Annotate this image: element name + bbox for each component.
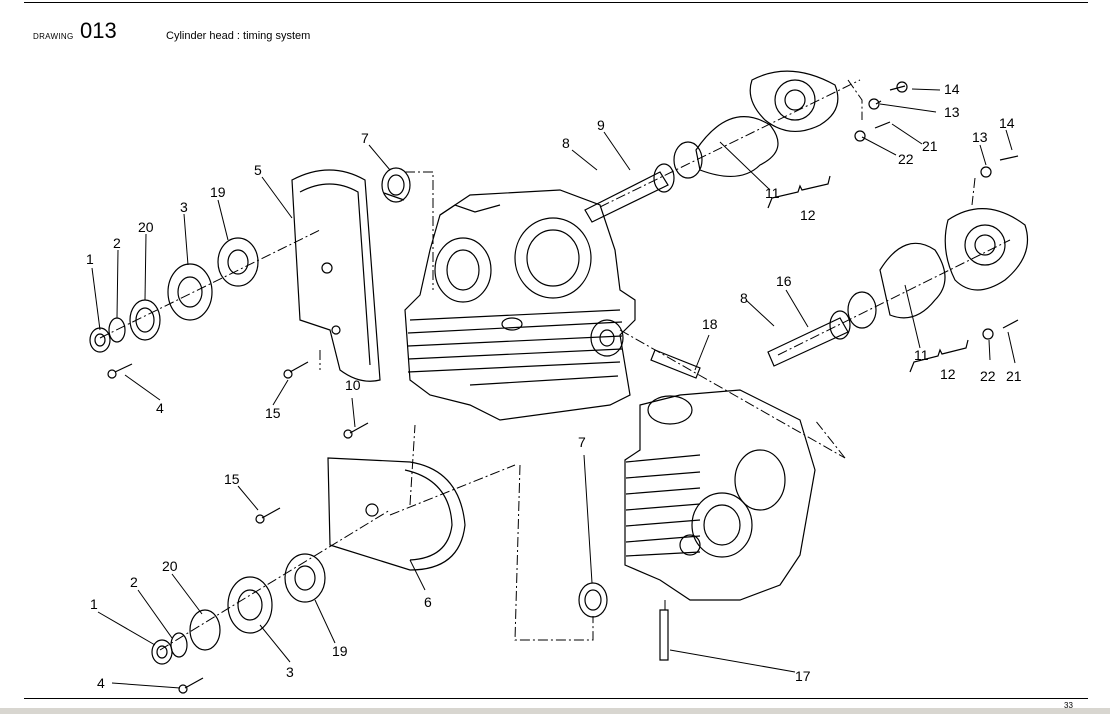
callout-16: 16 bbox=[776, 273, 792, 289]
cylinder-head-upper bbox=[404, 189, 636, 421]
drawing-number: 013 bbox=[80, 18, 117, 43]
assembly-axis-lines bbox=[99, 79, 1011, 651]
callout-2: 2 bbox=[113, 235, 121, 251]
callout-7: 7 bbox=[361, 130, 369, 146]
belt-cover-lower bbox=[327, 457, 466, 571]
callout-15b: 15 bbox=[224, 471, 240, 487]
callout-19: 19 bbox=[210, 184, 226, 200]
callout-8b: 8 bbox=[740, 290, 748, 306]
callout-15: 15 bbox=[265, 405, 281, 421]
belt-cover-upper bbox=[291, 169, 381, 382]
bracket-12-lower bbox=[909, 339, 969, 373]
fasteners bbox=[107, 81, 1019, 694]
oil-seal-lower bbox=[578, 582, 608, 618]
callout-3: 3 bbox=[180, 199, 188, 215]
drawing-title: Cylinder head : timing system bbox=[166, 30, 311, 42]
camshaft-lower bbox=[767, 208, 1029, 367]
callout-numbers: 1 2 20 3 19 5 7 4 15 10 15 6 1 2 20 3 19… bbox=[86, 81, 1022, 691]
callout-2b: 2 bbox=[130, 574, 138, 590]
callout-10: 10 bbox=[345, 377, 361, 393]
footer-band bbox=[0, 708, 1110, 714]
callout-5: 5 bbox=[254, 162, 262, 178]
callout-1b: 1 bbox=[90, 596, 98, 612]
callout-9: 9 bbox=[597, 117, 605, 133]
stud-18 bbox=[650, 349, 701, 379]
callout-4b: 4 bbox=[97, 675, 105, 691]
callout-12b: 12 bbox=[940, 366, 956, 382]
callout-11b: 11 bbox=[914, 347, 929, 363]
callout-21b: 21 bbox=[1006, 368, 1022, 384]
callout-8: 8 bbox=[562, 135, 570, 151]
callout-3b: 3 bbox=[286, 664, 294, 680]
callout-7b: 7 bbox=[578, 434, 586, 450]
oil-seal-upper bbox=[381, 167, 411, 203]
callout-12: 12 bbox=[800, 207, 816, 223]
bottom-rule bbox=[24, 698, 1088, 699]
callout-20b: 20 bbox=[162, 558, 178, 574]
camshaft-upper bbox=[584, 70, 839, 223]
top-rule bbox=[24, 2, 1088, 3]
callout-13: 13 bbox=[944, 104, 960, 120]
pulley-stack-upper bbox=[89, 237, 259, 353]
callout-11: 11 bbox=[765, 185, 780, 201]
callout-14: 14 bbox=[944, 81, 960, 97]
callout-22: 22 bbox=[898, 151, 914, 167]
callout-21: 21 bbox=[922, 138, 938, 154]
cylinder-head-lower bbox=[624, 389, 816, 601]
callout-4: 4 bbox=[156, 400, 164, 416]
stud-17 bbox=[659, 609, 669, 661]
callout-1: 1 bbox=[86, 251, 94, 267]
pulley-stack-lower bbox=[151, 553, 326, 665]
callout-leaders bbox=[91, 88, 1016, 689]
callout-22b: 22 bbox=[980, 368, 996, 384]
callout-13b: 13 bbox=[972, 129, 988, 145]
callout-17: 17 bbox=[795, 668, 811, 684]
page-number: 33 bbox=[1064, 701, 1073, 710]
callout-19b: 19 bbox=[332, 643, 348, 659]
bracket-12-upper bbox=[767, 175, 831, 209]
callout-6: 6 bbox=[424, 594, 432, 610]
callout-14b: 14 bbox=[999, 115, 1015, 131]
callout-20: 20 bbox=[138, 219, 154, 235]
drawing-label: DRAWING bbox=[33, 32, 74, 41]
callout-18: 18 bbox=[702, 316, 718, 332]
